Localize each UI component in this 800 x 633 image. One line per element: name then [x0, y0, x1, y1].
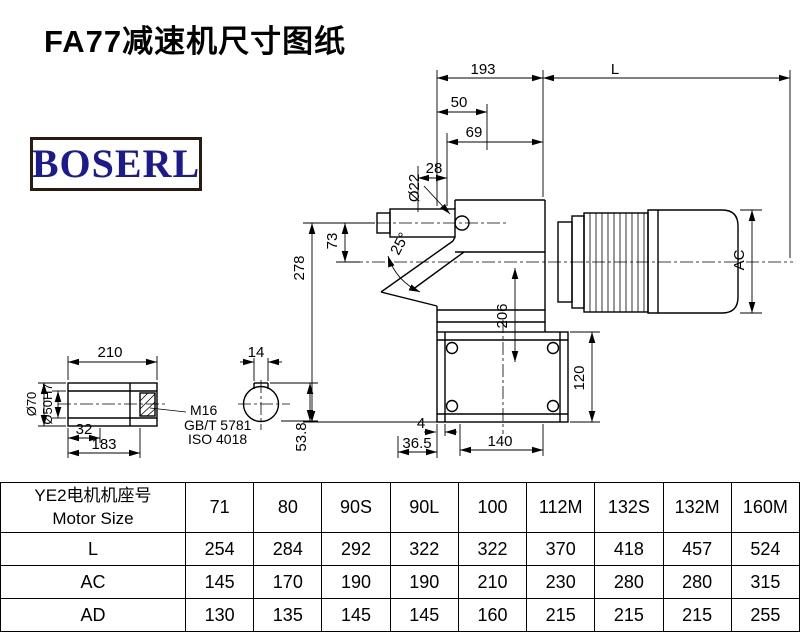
dim-L: L: [611, 61, 619, 78]
note-std-iso: ISO 4018: [188, 431, 247, 447]
table-cell: 71: [184, 482, 255, 533]
dimension-lines: [40, 74, 790, 457]
logo-text: BOSERL: [31, 141, 201, 186]
dim-AC: AC: [731, 249, 748, 270]
table-cell: 418: [594, 532, 664, 566]
table-header-row: YE2电机机座号 Motor Size 71 80 90S 90L 100 11…: [0, 482, 800, 533]
dim-73: 73: [324, 233, 341, 250]
dim-210: 210: [97, 344, 122, 361]
dim-69: 69: [466, 124, 483, 141]
row-label: L: [0, 532, 186, 566]
dim-28: 28: [426, 160, 443, 177]
header-cn: YE2电机机座号: [34, 485, 152, 505]
dim-183: 183: [91, 436, 116, 453]
table-cell: 132M: [662, 482, 732, 533]
table-cell: 170: [253, 565, 323, 599]
dim-278: 278: [291, 255, 308, 280]
dim-32: 32: [76, 421, 93, 438]
dim-53-8: 53.8: [293, 422, 310, 451]
table-cell: 190: [389, 565, 459, 599]
table-cell: 90L: [389, 482, 459, 533]
dim-140: 140: [487, 433, 512, 450]
table-cell: 80: [253, 482, 323, 533]
table-cell: 210: [457, 565, 528, 599]
table-row-AD: AD 130 135 145 145 160 215 215 215 255: [0, 598, 800, 632]
table-cell: 160: [457, 598, 528, 632]
header-en: Motor Size: [52, 508, 134, 528]
centerlines: [58, 222, 793, 434]
table-cell: 135: [253, 598, 323, 632]
dim-206: 206: [494, 303, 511, 328]
dim-dia22: Ø22: [406, 174, 423, 202]
page-title: FA77减速机尺寸图纸: [44, 24, 347, 59]
table-cell: 230: [526, 565, 596, 599]
row-label: AC: [0, 565, 186, 599]
table-cell: 160M: [730, 482, 800, 533]
table-cell: 280: [594, 565, 664, 599]
table-cell: 145: [389, 598, 459, 632]
table-cell: 215: [594, 598, 664, 632]
note-std-gb: GB/T 5781: [184, 417, 252, 433]
dim-dia70: Ø70: [24, 392, 39, 417]
table-cell: 292: [321, 532, 391, 566]
dim-120: 120: [571, 365, 588, 390]
table-cell: 370: [526, 532, 596, 566]
table-cell: 315: [730, 565, 800, 599]
extension-lines: [38, 70, 791, 458]
table-cell: 457: [662, 532, 732, 566]
motor-fins: [589, 213, 645, 312]
dimension-table: YE2电机机座号 Motor Size 71 80 90S 90L 100 11…: [0, 482, 800, 632]
table-cell: 145: [321, 598, 391, 632]
shaft-end-hatch: [139, 392, 187, 417]
table-cell: 322: [457, 532, 528, 566]
table-cell: 112M: [526, 482, 596, 533]
table-cell: 254: [184, 532, 255, 566]
table-cell: 524: [730, 532, 800, 566]
note-thread-m16: M16: [190, 402, 217, 418]
table-cell: 215: [526, 598, 596, 632]
table-cell: 284: [253, 532, 323, 566]
row-label: AD: [0, 598, 186, 632]
table-row-AC: AC 145 170 190 190 210 230 280 280 315: [0, 565, 800, 599]
dim-dia50h7: Ø50H7: [40, 383, 55, 424]
dim-193: 193: [470, 61, 495, 78]
table-cell: 190: [321, 565, 391, 599]
table-cell: 145: [184, 565, 255, 599]
table-row-L: L 254 284 292 322 322 370 418 457 524: [0, 532, 800, 566]
table-cell: 100: [457, 482, 528, 533]
dim-angle-25: 25°: [387, 230, 413, 258]
logo: BOSERL: [30, 137, 202, 191]
table-cell: 132S: [594, 482, 664, 533]
technical-drawing: 193 L 50 69 28 Ø22 25° 73 278 206 AC 120…: [24, 61, 793, 458]
dim-50: 50: [451, 94, 468, 111]
table-cell: 280: [662, 565, 732, 599]
dim-14: 14: [248, 344, 265, 361]
dimension-texts: 193 L 50 69 28 Ø22 25° 73 278 206 AC 120…: [24, 61, 748, 453]
table-header-motor-size: YE2电机机座号 Motor Size: [0, 482, 186, 533]
shaft-detail-outline: [67, 382, 280, 427]
table-cell: 215: [662, 598, 732, 632]
table-cell: 90S: [321, 482, 391, 533]
dim-36-5: 36.5: [402, 435, 431, 452]
table-cell: 255: [730, 598, 800, 632]
main-view-outline: [376, 199, 739, 423]
dim-4: 4: [417, 415, 425, 432]
table-cell: 130: [184, 598, 255, 632]
table-cell: 322: [389, 532, 459, 566]
